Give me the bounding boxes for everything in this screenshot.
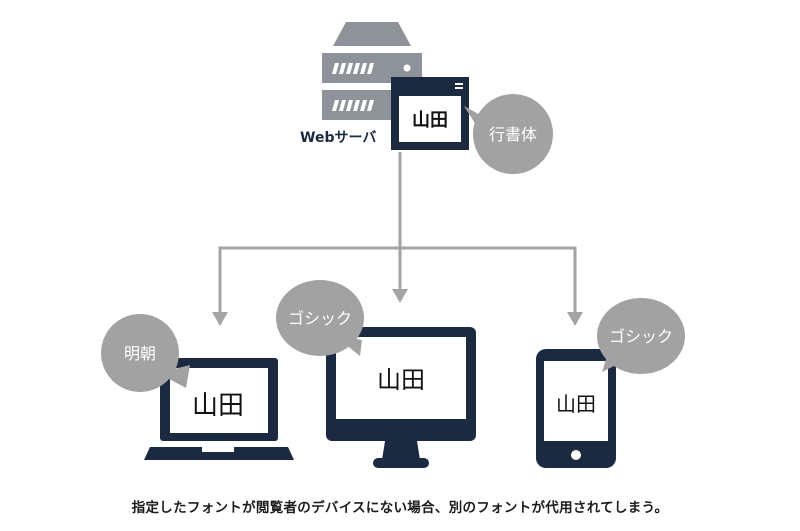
font-bubble-gothic-tablet-label: ゴシック <box>609 327 673 346</box>
server-label: Webサーバ <box>300 130 376 146</box>
font-bubble-gyosho <box>464 94 553 174</box>
arrowhead-monitor <box>392 289 408 303</box>
font-bubble-gothic-tablet <box>597 298 685 374</box>
tablet-screen-text: 山田 <box>556 392 596 416</box>
arrowhead-laptop <box>212 312 228 326</box>
laptop-screen-text: 山田 <box>192 391 244 421</box>
font-bubble-gyosho-label: 行書体 <box>489 125 537 144</box>
desktop-monitor-icon <box>326 327 476 468</box>
font-bubble-mincho-label: 明朝 <box>124 344 156 363</box>
tablet-icon <box>536 349 616 468</box>
arrowheads <box>212 289 583 326</box>
font-bubble-gothic-monitor-label: ゴシック <box>288 309 352 328</box>
diagram-caption: 指定したフォントが閲覧者のデバイスにない場合、別のフォントが代用されてしまう。 <box>131 500 669 516</box>
arrowhead-tablet <box>567 312 583 326</box>
distribution-arrows <box>218 152 577 313</box>
server-screen-text: 山田 <box>412 110 448 131</box>
font-bubble-mincho <box>101 314 190 392</box>
browser-window-icon <box>391 77 469 150</box>
font-bubble-gothic-monitor <box>276 280 364 356</box>
monitor-screen-text: 山田 <box>377 366 425 394</box>
